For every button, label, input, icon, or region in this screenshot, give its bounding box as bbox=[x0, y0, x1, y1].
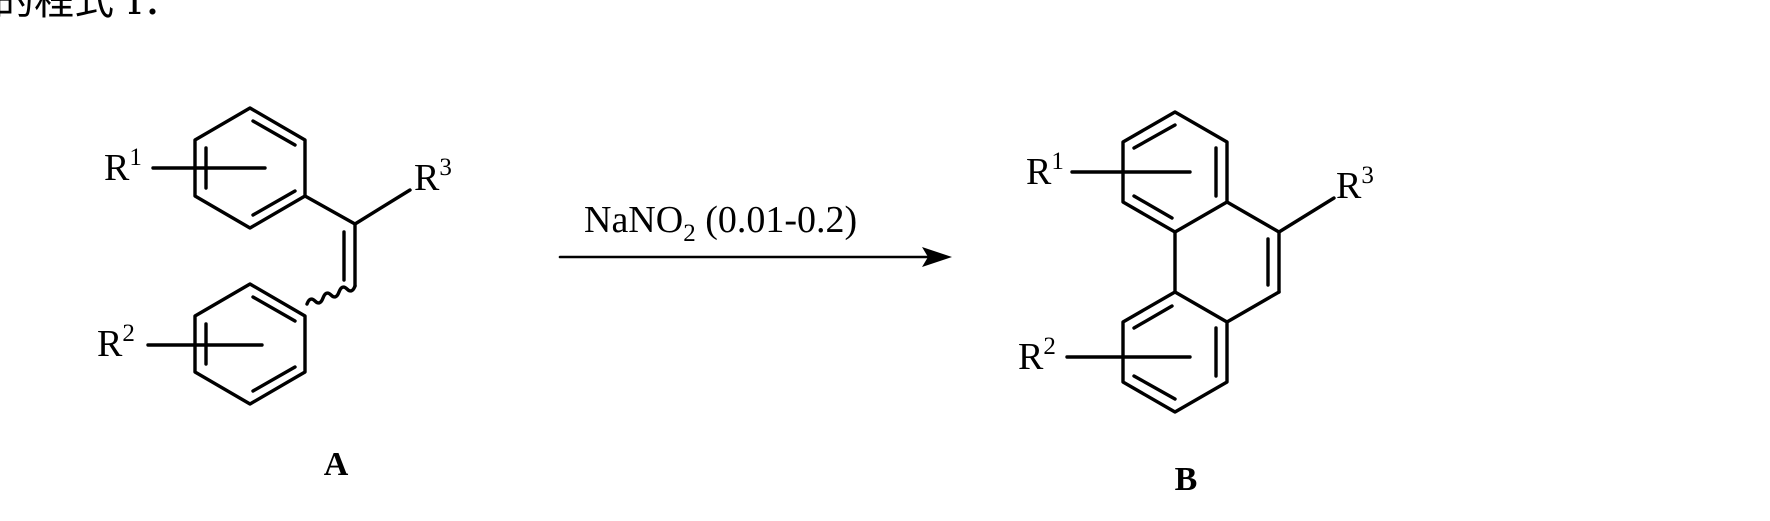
reaction-arrow-group: NaNO2 (0.01-0.2) bbox=[558, 199, 952, 267]
lower-ring-inner-double-1 bbox=[251, 295, 297, 323]
phen-lower-inner-1 bbox=[1132, 304, 1174, 330]
r2-label-a: R2 bbox=[97, 320, 135, 365]
phen-upper-inner-3 bbox=[1132, 194, 1174, 220]
upper-benzene-ring bbox=[193, 106, 307, 230]
compound-label-a: A bbox=[324, 446, 349, 483]
compound-label-b: B bbox=[1175, 461, 1198, 498]
header-fragment: 的程式 I： bbox=[0, 0, 183, 24]
r3-bond-b bbox=[1277, 196, 1336, 234]
r1-label-b: R1 bbox=[1026, 148, 1064, 193]
phen-middle-right-bottom bbox=[1225, 290, 1281, 324]
r1-label-a: R1 bbox=[104, 144, 142, 189]
phen-upper-inner-1 bbox=[1132, 123, 1177, 150]
r3-label-a: R3 bbox=[414, 154, 452, 199]
ring-to-vinyl-bond bbox=[303, 194, 357, 226]
phen-lower-inner-3 bbox=[1132, 374, 1177, 401]
phen-middle-right-top bbox=[1225, 200, 1281, 234]
product-b-structure: R1 R2 R3 B bbox=[1018, 110, 1374, 498]
lower-benzene-ring bbox=[193, 282, 307, 406]
r3-label-b: R3 bbox=[1336, 162, 1374, 207]
phenanthrene-lower-ring bbox=[1121, 290, 1229, 414]
upper-ring-inner-double-2 bbox=[251, 189, 297, 217]
wavy-bond bbox=[305, 284, 357, 306]
upper-ring-inner-double-1 bbox=[251, 119, 297, 147]
lower-ring-inner-double-2 bbox=[251, 365, 297, 393]
reactant-a-structure: R1 R2 R3 A bbox=[97, 106, 452, 483]
right-arrow-icon bbox=[922, 247, 952, 267]
r2-label-b: R2 bbox=[1018, 333, 1056, 378]
vinyl-to-r3-bond bbox=[353, 188, 412, 226]
reagent-label: NaNO2 (0.01-0.2) bbox=[584, 199, 857, 247]
